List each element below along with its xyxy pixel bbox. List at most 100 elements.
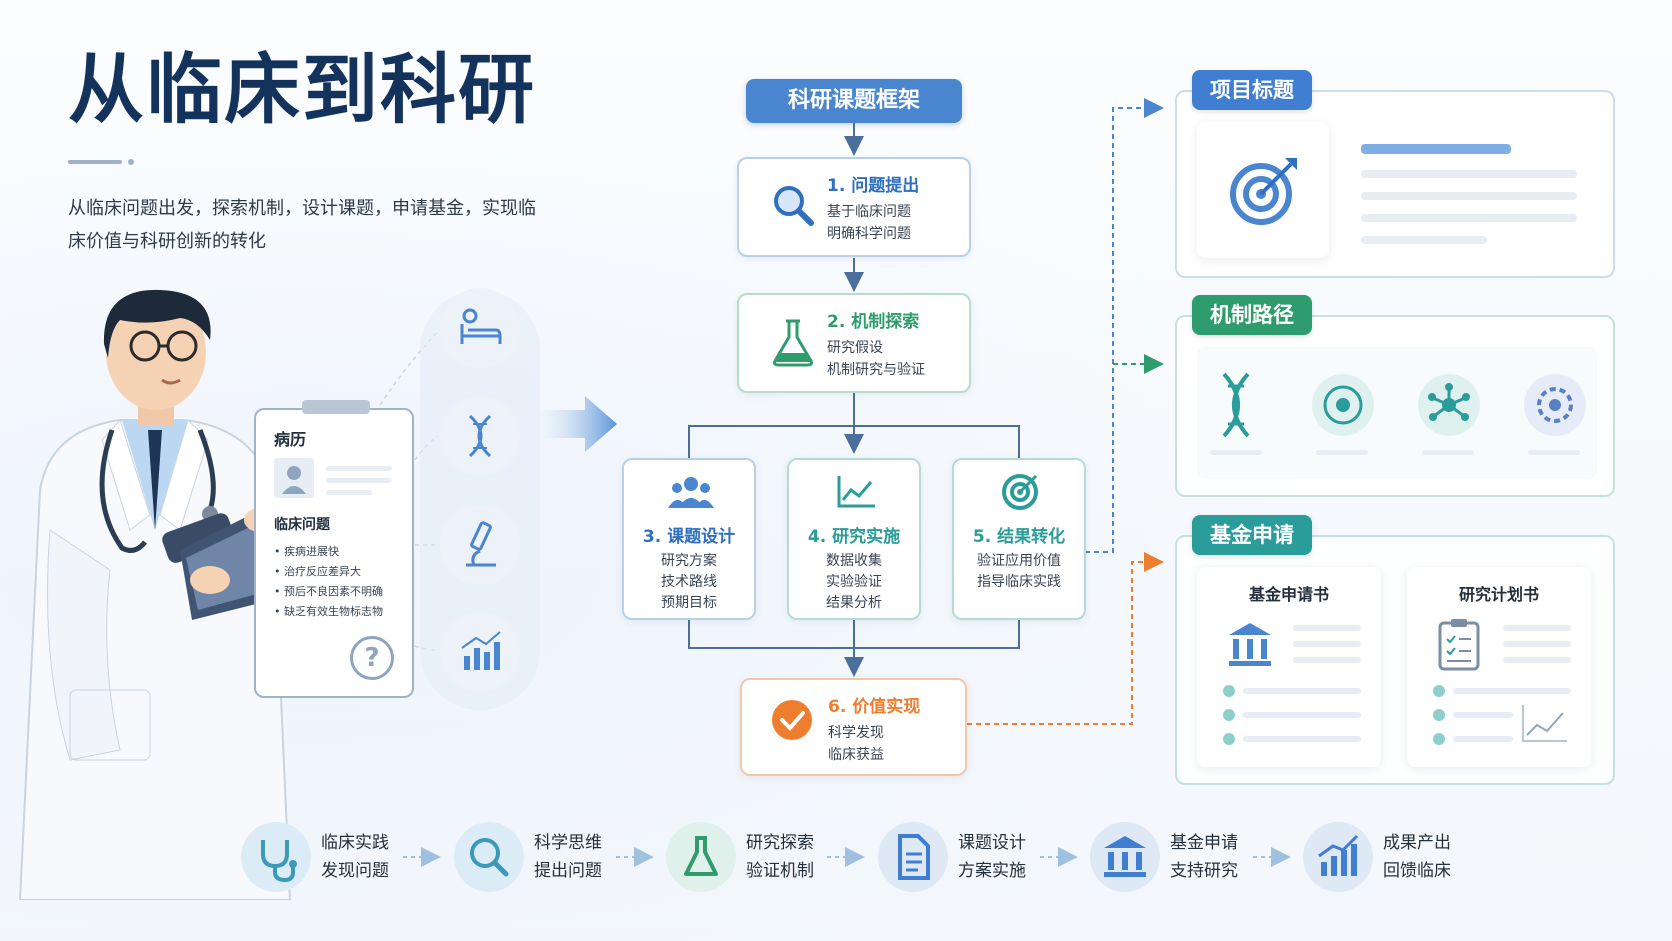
- title-divider: [68, 160, 122, 164]
- flow-step-3: 研究探索验证机制: [746, 829, 814, 885]
- flow-line-2: 方案实施: [958, 861, 1026, 881]
- flow-line-1: 研究探索: [746, 833, 814, 853]
- target-icon: [1230, 158, 1297, 225]
- target-icon: [1002, 474, 1038, 510]
- flow-line-2: 提出问题: [534, 861, 602, 881]
- step-title: 1. 问题提出: [827, 176, 920, 196]
- step-line: 科学发现: [828, 725, 884, 741]
- medical-record-title: 病历: [274, 430, 307, 449]
- record-line: [326, 478, 392, 483]
- mechanism-path-tag: 机制路径: [1192, 295, 1312, 335]
- flow-line-2: 验证机制: [746, 861, 814, 881]
- research-plan-doc: 研究计划书: [1407, 567, 1591, 767]
- step-line: 验证应用价值: [977, 553, 1061, 569]
- dna-icon: [1222, 372, 1250, 438]
- fund-application-panel: 基金申请书 研究计划书: [1175, 535, 1615, 785]
- protein-icon: [1524, 374, 1586, 436]
- caption-bar: [1316, 450, 1368, 455]
- step-line: 实验验证: [826, 574, 882, 590]
- text-bar: [1361, 214, 1577, 222]
- dna-icon: [440, 396, 520, 476]
- list-item: • 预后不良因素不明确: [274, 585, 383, 598]
- flow-line-2: 发现问题: [321, 861, 389, 881]
- cell-icon: [1312, 374, 1374, 436]
- text-bar: [1293, 657, 1361, 663]
- title-divider-dot: [128, 159, 134, 165]
- target-tile: [1197, 122, 1329, 258]
- step-line: 临床获益: [828, 747, 884, 763]
- flask-icon: [773, 319, 813, 367]
- step-title: 3. 课题设计: [642, 527, 736, 547]
- fund-application-doc: 基金申请书: [1197, 567, 1381, 767]
- flow-bank-icon: [1090, 822, 1160, 892]
- step-title: 6. 价值实现: [828, 697, 921, 717]
- check-dot-icon: [1433, 685, 1445, 697]
- flow-growth-chart-icon: [1303, 822, 1373, 892]
- page-title: 从临床到科研: [68, 45, 536, 134]
- flow-line-2: 支持研究: [1170, 861, 1238, 881]
- patient-bed-icon: [440, 288, 520, 368]
- list-item: • 治疗反应差异大: [274, 565, 361, 578]
- flow-line-1: 课题设计: [958, 833, 1026, 853]
- clinical-problem-list: • 疾病进展快 • 治疗反应差异大 • 预后不良因素不明确 • 缺乏有效生物标志…: [274, 542, 383, 622]
- step-design-card: 3. 课题设计 研究方案 技术路线 预期目标: [622, 458, 756, 620]
- flow-line-1: 基金申请: [1170, 833, 1238, 853]
- flow-line-1: 临床实践: [321, 833, 389, 853]
- step-title: 5. 结果转化: [972, 527, 1066, 547]
- flow-stethoscope-icon: [241, 822, 311, 892]
- step-line: 技术路线: [661, 574, 717, 590]
- text-bar: [1243, 736, 1361, 742]
- clinical-problem-heading: 临床问题: [274, 517, 330, 533]
- text-bar: [1243, 712, 1361, 718]
- team-icon: [668, 477, 714, 508]
- step-line: 明确科学问题: [827, 226, 911, 242]
- title-bar: [1361, 144, 1511, 154]
- text-bar: [1361, 236, 1487, 244]
- check-dot-icon: [1223, 709, 1235, 721]
- mechanism-path-panel: [1175, 315, 1615, 497]
- clipboard-checklist-icon: [1438, 619, 1480, 671]
- doc-title: 基金申请书: [1248, 585, 1329, 604]
- step-line: 数据收集: [826, 553, 882, 569]
- flow-line-1: 科学思维: [534, 833, 602, 853]
- text-bar: [1503, 641, 1571, 647]
- fund-application-tag: 基金申请: [1192, 515, 1312, 555]
- text-bar: [1243, 688, 1361, 694]
- step-implementation-card: 4. 研究实施 数据收集 实验验证 结果分析: [787, 458, 921, 620]
- growth-chart-icon: [1522, 705, 1567, 742]
- flow-line-2: 回馈临床: [1383, 861, 1451, 881]
- text-bar: [1453, 736, 1513, 742]
- record-line: [326, 490, 372, 495]
- step-line: 基于临床问题: [827, 204, 911, 220]
- magnifier-icon: [774, 186, 814, 226]
- project-title-tag: 项目标题: [1192, 70, 1312, 110]
- flow-step-5: 基金申请支持研究: [1170, 829, 1238, 885]
- flow-step-4: 课题设计方案实施: [958, 829, 1026, 885]
- check-circle-icon: [772, 700, 812, 740]
- step-line: 结果分析: [826, 595, 882, 611]
- step-value-card: 6. 价值实现 科学发现 临床获益: [740, 678, 967, 776]
- step-line: 预期目标: [661, 595, 717, 611]
- doc-title: 研究计划书: [1458, 585, 1539, 604]
- framework-title: 科研课题框架: [746, 79, 962, 123]
- check-dot-icon: [1433, 709, 1445, 721]
- flow-flask-icon: [666, 822, 736, 892]
- step-translation-card: 5. 结果转化 验证应用价值 指导临床实践: [952, 458, 1086, 620]
- bank-icon: [1229, 623, 1271, 666]
- flow-step-6: 成果产出回馈临床: [1383, 829, 1451, 885]
- caption-bar: [1210, 450, 1262, 455]
- list-item: • 疾病进展快: [274, 545, 339, 558]
- patient-avatar-icon: [274, 458, 314, 498]
- record-line: [326, 466, 392, 471]
- page-subtitle: 从临床问题出发，探索机制，设计课题，申请基金，实现临床价值与科研创新的转化: [68, 198, 536, 252]
- step-title: 4. 研究实施: [807, 527, 901, 547]
- project-title-panel: [1175, 90, 1615, 278]
- flow-magnifier-icon: [454, 822, 524, 892]
- flow-step-2: 科学思维提出问题: [534, 829, 602, 885]
- text-bar: [1293, 625, 1361, 631]
- bar-chart-icon: [440, 612, 520, 692]
- step-problem-card: 1. 问题提出 基于临床问题 明确科学问题: [737, 157, 971, 257]
- check-dot-icon: [1433, 733, 1445, 745]
- step-line: 研究假设: [827, 340, 883, 356]
- step-mechanism-card: 2. 机制探索 研究假设 机制研究与验证: [737, 293, 971, 393]
